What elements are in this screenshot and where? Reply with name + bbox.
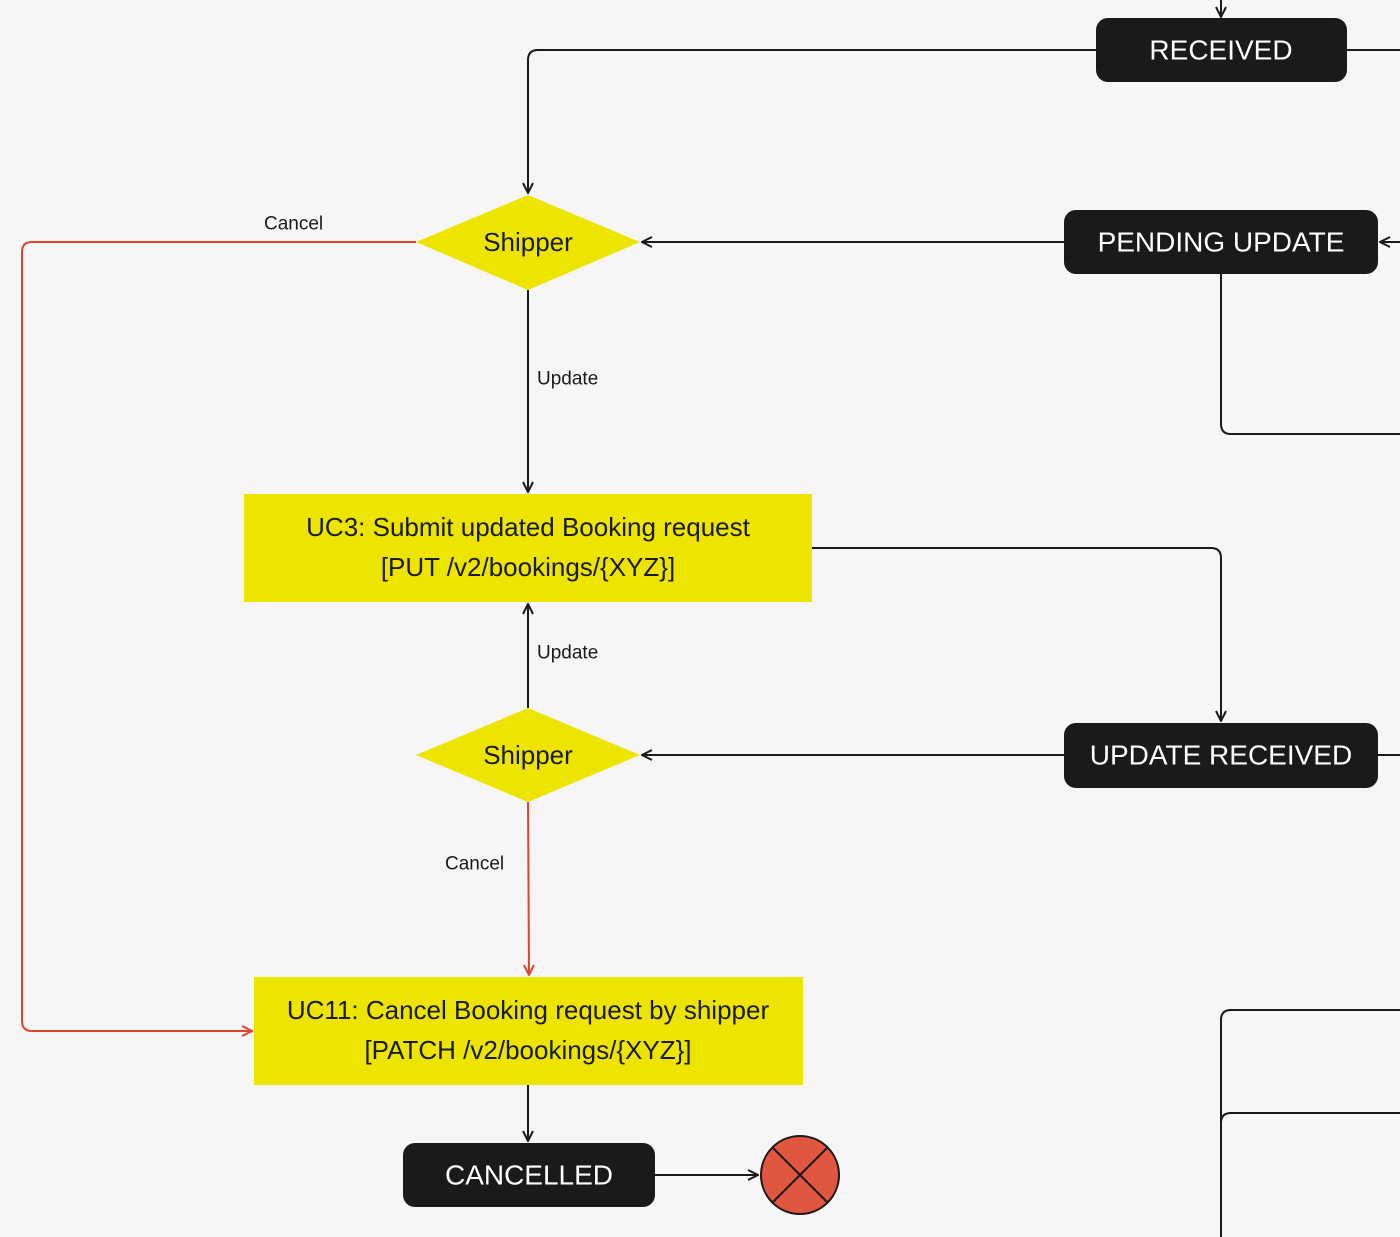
edge-pending-down (1220, 274, 1400, 435)
action-uc11-line2: [PATCH /v2/bookings/{XYZ}] (364, 1035, 691, 1065)
state-update-received-label: UPDATE RECEIVED (1090, 740, 1352, 771)
edge-cancel-bottom (528, 801, 529, 975)
edge-cancel-top (21, 241, 416, 1031)
decision-shipper-top-label: Shipper (483, 227, 573, 257)
state-pending-update[interactable]: PENDING UPDATE (1064, 210, 1378, 274)
state-update-received[interactable]: UPDATE RECEIVED (1064, 723, 1378, 788)
edge-received-to-shipper (528, 49, 1096, 193)
x-circle-terminal-icon (760, 1135, 840, 1215)
edge-right-lower-2 (1220, 1112, 1400, 1124)
action-uc11[interactable]: UC11: Cancel Booking request by shipper … (254, 977, 803, 1085)
decision-shipper-top[interactable]: Shipper (416, 195, 640, 290)
action-uc3[interactable]: UC3: Submit updated Booking request [PUT… (244, 494, 812, 602)
state-received-label: RECEIVED (1149, 35, 1292, 66)
decision-shipper-bottom-label: Shipper (483, 740, 573, 770)
state-cancelled-label: CANCELLED (445, 1160, 613, 1191)
edge-label-cancel-top: Cancel (264, 214, 323, 235)
edge-label-update-top: Update (537, 369, 598, 390)
state-received[interactable]: RECEIVED (1096, 18, 1347, 82)
decision-shipper-bottom[interactable]: Shipper (416, 708, 640, 802)
edge-uc3-to-update-received (812, 547, 1221, 721)
action-uc3-line2: [PUT /v2/bookings/{XYZ}] (381, 552, 675, 582)
edge-label-cancel-bottom: Cancel (445, 854, 504, 875)
action-uc11-line1: UC11: Cancel Booking request by shipper (287, 995, 770, 1025)
edge-label-update-bottom: Update (537, 643, 598, 664)
state-pending-update-label: PENDING UPDATE (1098, 227, 1345, 258)
action-uc3-line1: UC3: Submit updated Booking request (306, 512, 750, 542)
edge-right-lower-1 (1220, 1009, 1400, 1237)
state-cancelled[interactable]: CANCELLED (403, 1143, 655, 1207)
